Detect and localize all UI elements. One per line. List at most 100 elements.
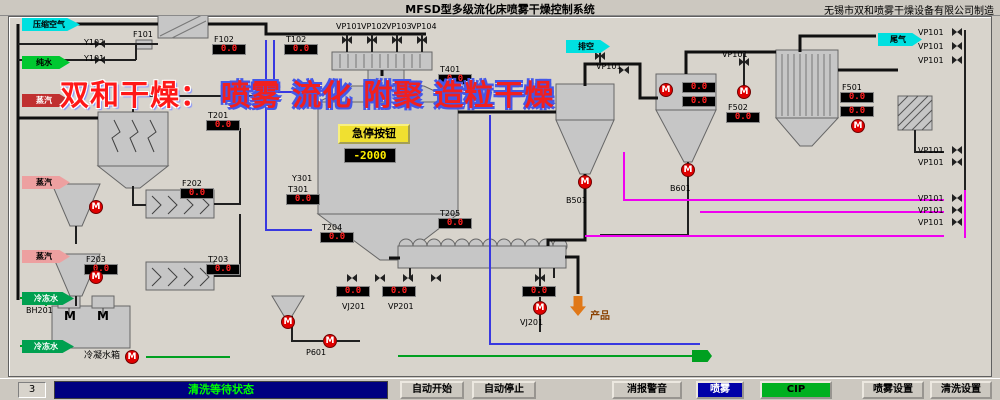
- valve-icon[interactable]: [952, 28, 962, 36]
- device-label: M: [97, 309, 109, 323]
- flow-arrow: 纯水: [22, 56, 70, 69]
- value-display: 0.0: [522, 286, 556, 297]
- value-display: 0.0: [320, 232, 354, 243]
- value-display: 0.0: [682, 96, 716, 107]
- flow-arrow: 冷冻水: [22, 292, 74, 305]
- valve-icon[interactable]: [952, 42, 962, 50]
- flow-arrow: 冷冻水: [22, 340, 74, 353]
- valve-icon[interactable]: [342, 36, 352, 44]
- pump-motor-icon[interactable]: M: [659, 83, 673, 97]
- value-display: 0.0: [180, 188, 214, 199]
- device-label: 冷凝水箱: [84, 351, 121, 361]
- emergency-stop-button[interactable]: 急停按钮: [338, 124, 410, 144]
- device-label: VJ201: [520, 318, 544, 327]
- valve-icon[interactable]: [417, 36, 427, 44]
- title-bar: MFSD型多级流化床喷雾干燥控制系统 无锡市双和喷雾干燥设备有限公司制造: [0, 0, 1000, 17]
- auto-stop-button[interactable]: 自动停止: [472, 381, 536, 399]
- pump-motor-icon[interactable]: M: [125, 350, 139, 364]
- equipment-shapes: [51, 11, 933, 349]
- pump-motor-icon[interactable]: M: [578, 175, 592, 189]
- valve-icon[interactable]: [952, 158, 962, 166]
- value-display: 0.0: [284, 44, 318, 55]
- valve-icon[interactable]: [619, 66, 629, 74]
- device-label: VP101: [918, 206, 944, 215]
- flow-arrow: 蒸汽: [22, 94, 70, 107]
- device-tag-label: F203: [86, 255, 106, 264]
- spray-settings-button[interactable]: 喷雾设置: [862, 381, 924, 399]
- valve-icon[interactable]: [347, 274, 357, 282]
- device-label: M: [64, 309, 76, 323]
- flow-arrow: [570, 296, 586, 316]
- value-display: 0.0: [382, 286, 416, 297]
- flow-arrow: 蒸汽: [22, 250, 70, 263]
- device-label: VP101: [722, 50, 748, 59]
- device-label: VP101: [918, 56, 944, 65]
- valve-icon[interactable]: [739, 58, 749, 66]
- flow-arrow: 压缩空气: [22, 18, 80, 31]
- valve-icon[interactable]: [952, 206, 962, 214]
- device-tag-label: T204: [322, 223, 343, 232]
- process-diagram: [16, 11, 966, 358]
- pump-motor-icon[interactable]: M: [851, 119, 865, 133]
- valve-icon[interactable]: [375, 274, 385, 282]
- valve-icon[interactable]: [535, 274, 545, 282]
- valve-icon[interactable]: [403, 274, 413, 282]
- value-display: 0.0: [840, 92, 874, 103]
- valve-icon[interactable]: [95, 56, 105, 64]
- valve-icon[interactable]: [952, 218, 962, 226]
- device-label: VP101: [918, 158, 944, 167]
- valve-icons[interactable]: [95, 28, 962, 282]
- window-title: MFSD型多级流化床喷雾干燥控制系统: [405, 3, 595, 16]
- pump-motor-icon[interactable]: M: [281, 315, 295, 329]
- manufacturer-label: 无锡市双和喷雾干燥设备有限公司制造: [824, 6, 994, 17]
- valve-icon[interactable]: [595, 52, 605, 60]
- device-label: VP101: [336, 22, 362, 31]
- value-display: 0.0: [682, 82, 716, 93]
- pump-motor-icon[interactable]: M: [89, 270, 103, 284]
- pipes-cip-blue: [265, 40, 700, 345]
- flow-arrow: 尾气: [878, 33, 922, 46]
- pump-motor-icon[interactable]: M: [89, 200, 103, 214]
- device-label: VP104: [411, 22, 437, 31]
- pump-motor-icon[interactable]: M: [737, 85, 751, 99]
- valve-icon[interactable]: [367, 36, 377, 44]
- valve-icon[interactable]: [952, 56, 962, 64]
- value-display: 0.0: [438, 218, 472, 229]
- value-display: 0.0: [206, 120, 240, 131]
- value-display: 0.0: [206, 264, 240, 275]
- valve-icon[interactable]: [431, 274, 441, 282]
- device-tag-label: T401: [440, 65, 461, 74]
- value-display: 0.0: [212, 44, 246, 55]
- pipes-magenta: [585, 152, 966, 238]
- device-label: VP101: [918, 218, 944, 227]
- device-tag-label: T203: [208, 255, 229, 264]
- device-label: 产品: [590, 311, 610, 322]
- device-label: Y301: [292, 174, 313, 183]
- value-display: 0.0: [336, 286, 370, 297]
- device-tag-label: T201: [208, 111, 229, 120]
- device-label: VP201: [388, 302, 414, 311]
- mute-alarm-button[interactable]: 消报警音: [612, 381, 682, 399]
- device-label: B601: [670, 184, 691, 193]
- pump-motor-icon[interactable]: M: [323, 334, 337, 348]
- spray-button[interactable]: 喷雾: [696, 381, 744, 399]
- cip-button[interactable]: CIP: [760, 381, 832, 399]
- value-display: -2000: [344, 148, 396, 163]
- device-label: Y102: [84, 38, 105, 47]
- valve-icon[interactable]: [952, 146, 962, 154]
- clean-settings-button[interactable]: 清洗设置: [930, 381, 992, 399]
- valve-icon[interactable]: [952, 194, 962, 202]
- device-label: BH201: [26, 306, 53, 315]
- status-message: 清洗等待状态: [54, 381, 388, 399]
- valve-icon[interactable]: [95, 40, 105, 48]
- value-display: 0.0: [726, 112, 760, 123]
- flow-arrow: [692, 350, 712, 362]
- pump-motor-icon[interactable]: M: [533, 301, 547, 315]
- device-label: VP101: [918, 194, 944, 203]
- valve-icon[interactable]: [392, 36, 402, 44]
- pump-motor-icon[interactable]: M: [681, 163, 695, 177]
- device-label: F101: [133, 30, 153, 39]
- auto-start-button[interactable]: 自动开始: [400, 381, 464, 399]
- control-bar: 3 清洗等待状态 自动开始 自动停止 消报警音 喷雾 CIP 喷雾设置 清洗设置: [0, 378, 1000, 400]
